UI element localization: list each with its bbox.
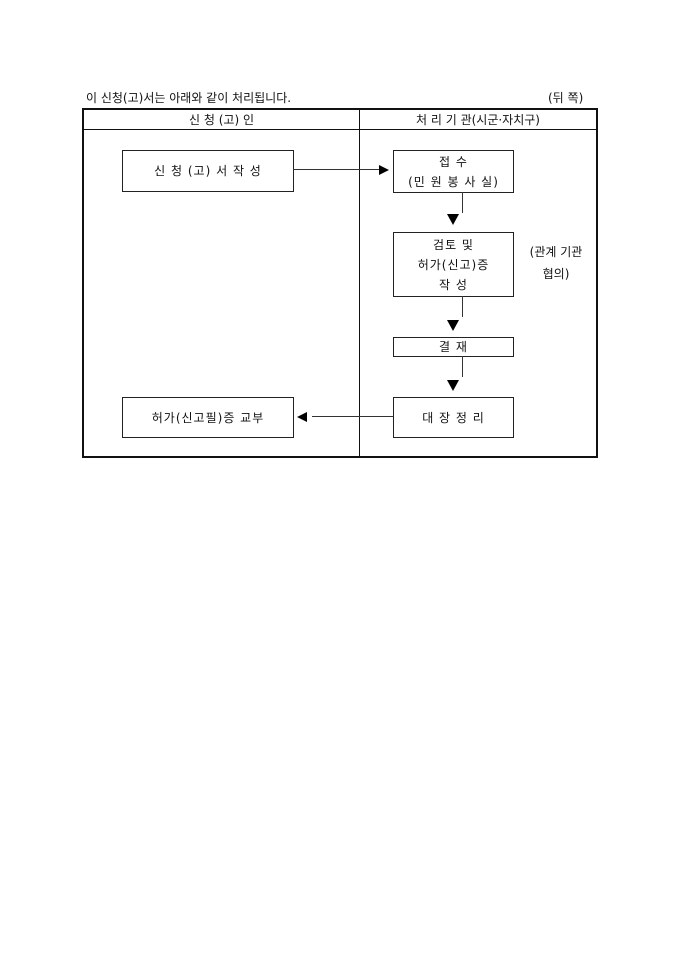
step-review: 검토 및 허가(신고)증 작 성 (393, 232, 514, 297)
step-label: 신 청 (고) 서 작 성 (154, 164, 262, 178)
intro-text: 이 신청(고)서는 아래와 같이 처리됩니다. (86, 91, 292, 105)
connector-line (293, 169, 379, 170)
step-approval: 결 재 (393, 337, 514, 357)
step-label: 작 성 (439, 277, 468, 292)
step-label: 대 장 정 리 (422, 410, 485, 425)
arrow-left-icon (297, 412, 307, 422)
arrow-down-icon (447, 320, 459, 331)
note-line: (관계 기관 (529, 245, 583, 259)
step-label: 허가(신고필)증 교부 (151, 410, 265, 425)
step-registry: 대 장 정 리 (393, 397, 514, 438)
arrow-right-icon (379, 165, 389, 175)
step-label: 허가(신고)증 (417, 257, 490, 272)
step-label: 결 재 (439, 340, 468, 354)
step-label: 검토 및 (433, 237, 474, 252)
connector-line (462, 356, 463, 377)
step-issue-certificate: 허가(신고필)증 교부 (122, 397, 294, 438)
connector-line (312, 416, 393, 417)
step-write-application: 신 청 (고) 서 작 성 (122, 150, 294, 192)
step-sublabel: (민 원 봉 사 실) (408, 174, 499, 189)
step-label: 접 수 (439, 154, 468, 169)
arrow-down-icon (447, 214, 459, 225)
process-table: 신 청 (고) 인 처 리 기 관(시군·자치구) (82, 108, 598, 458)
connector-line (462, 192, 463, 213)
column-header-agency: 처 리 기 관(시군·자치구) (416, 113, 540, 127)
column-header-applicant: 신 청 (고) 인 (189, 113, 254, 127)
page-side-label: (뒤 쪽) (548, 91, 584, 105)
note-line: 협의) (542, 267, 570, 281)
connector-line (462, 296, 463, 317)
note-agency-consultation: (관계 기관 협의) (518, 241, 594, 285)
step-receipt: 접 수 (민 원 봉 사 실) (393, 150, 514, 193)
arrow-down-icon (447, 380, 459, 391)
